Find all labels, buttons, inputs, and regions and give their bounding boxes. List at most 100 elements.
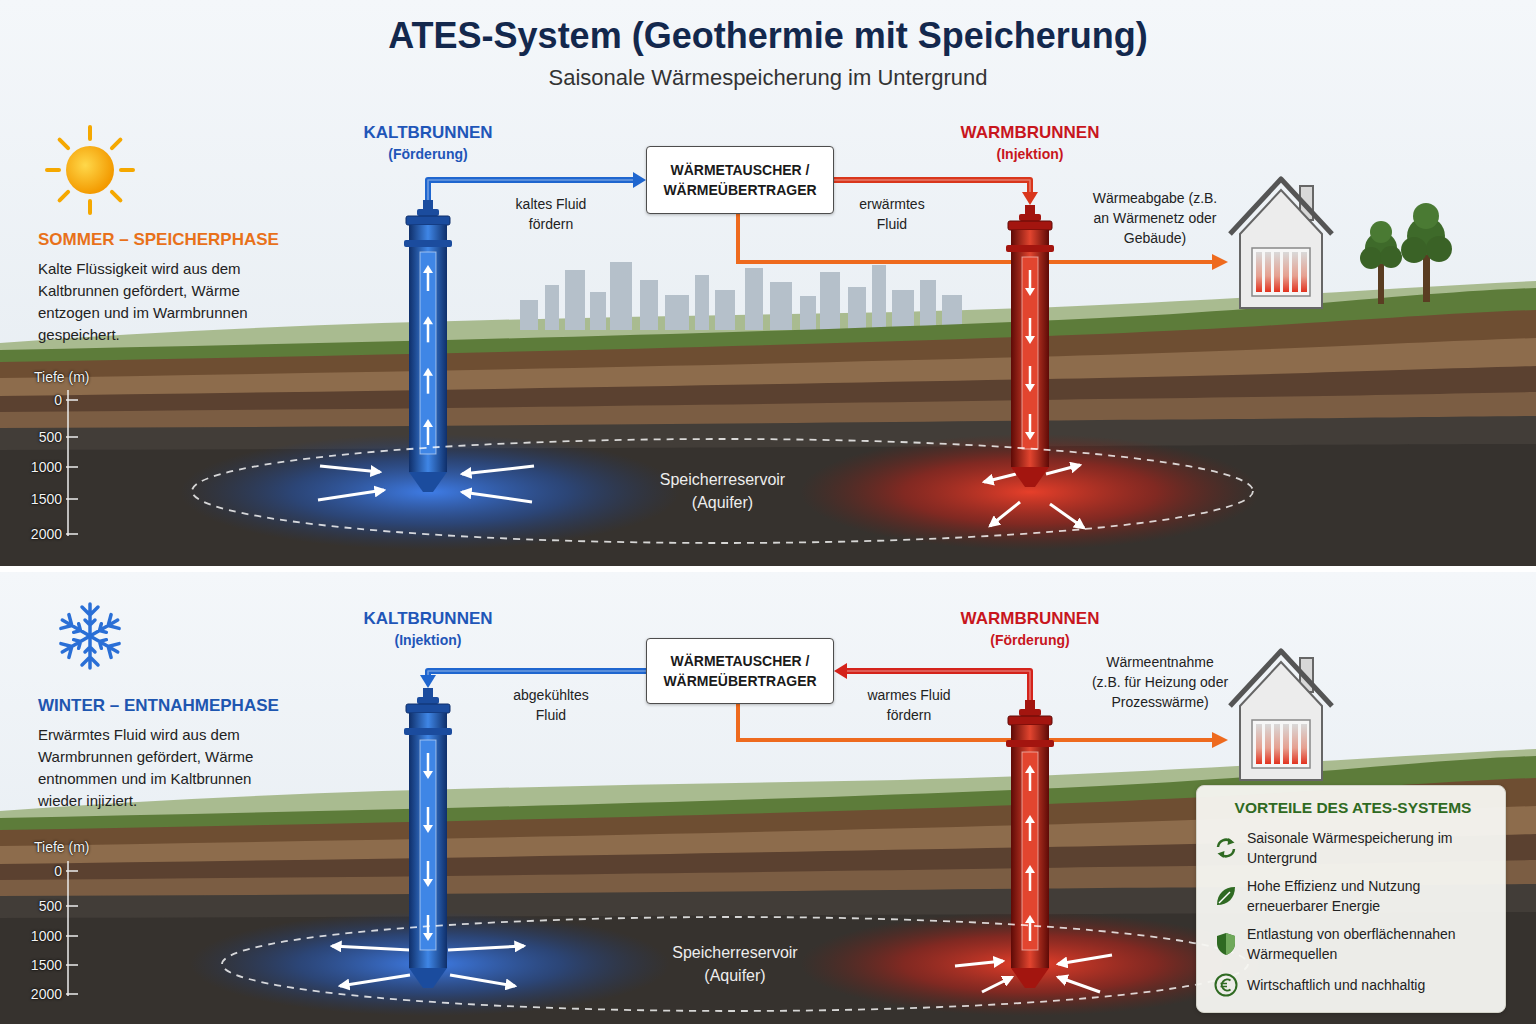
well-symbol — [1006, 700, 1054, 988]
cold-well: KALTBRUNNEN(Injektion) — [404, 688, 452, 988]
depth-value: 0 — [18, 862, 62, 880]
edge-label-holder: warmes Fluid fördern — [859, 685, 959, 725]
well-heading: WARMBRUNNEN(Förderung) — [961, 608, 1100, 650]
phase-text: Kalte Flüssigkeit wird aus dem Kaltbrunn… — [38, 258, 290, 346]
flange — [1008, 221, 1052, 230]
panel-heading: VORTEILE DES ATES-SYSTEMS — [1213, 798, 1493, 818]
subtitle-holder: Saisonale Wärmespeicherung im Untergrund — [0, 64, 1536, 92]
flow-arrows — [462, 466, 534, 474]
sun-icon — [112, 140, 120, 148]
depth-value: 1500 — [18, 956, 62, 974]
city-skyline — [848, 287, 866, 330]
well-heading: KALTBRUNNEN(Förderung) — [363, 122, 492, 164]
sun-icon — [88, 201, 92, 213]
flow-arrow — [1025, 336, 1035, 344]
sun-icon — [47, 127, 133, 213]
icon-holder — [1213, 972, 1247, 998]
flow-arrow — [427, 374, 430, 394]
well-title: KALTBRUNNEN — [363, 608, 492, 630]
benefit-row: Wirtschaftlich und nachhaltig — [1213, 972, 1493, 998]
well-heading: KALTBRUNNEN(Injektion) — [363, 608, 492, 650]
flow-arrow — [427, 753, 430, 773]
inner-tube — [1022, 752, 1038, 950]
flow-arrows — [450, 975, 515, 986]
city-skyline — [800, 296, 816, 330]
well-title: WARMBRUNNEN — [961, 122, 1100, 144]
flow-arrow — [1025, 815, 1035, 823]
benefit-text: Hohe Effizienz und Nutzung erneuerbarer … — [1247, 876, 1469, 916]
pipe-line — [834, 180, 1030, 192]
axis-title-holder: Tiefe (m) — [34, 838, 124, 856]
flow-arrows — [462, 492, 532, 502]
flow-arrow — [1029, 414, 1032, 434]
ground-layers — [0, 288, 1536, 566]
well-tip — [409, 472, 447, 492]
city-skyline — [520, 262, 962, 330]
flange — [406, 704, 450, 713]
icon-shape — [1217, 933, 1235, 955]
icon-holder — [1213, 931, 1247, 957]
reservoir-text-holder: Speicherreservoir (Aquifer) — [650, 941, 820, 987]
flow-arrow — [423, 419, 433, 427]
benefit-text: Wirtschaftlich und nachhaltig — [1247, 975, 1469, 995]
edge-label: abgekühltes Fluid — [505, 685, 597, 725]
sun-icon — [121, 168, 133, 172]
trees — [1401, 237, 1427, 263]
phase-heading: SOMMER – SPEICHERPHASE — [38, 229, 358, 251]
warm-well: WARMBRUNNEN(Förderung) — [1006, 700, 1054, 988]
valve — [417, 697, 439, 704]
trees — [1360, 247, 1382, 269]
ground-layers — [0, 756, 1536, 1024]
city-skyline — [745, 268, 763, 330]
flange — [1006, 245, 1054, 252]
flow-note-holder: Wärmeentnahme (z.B. für Heizung oder Pro… — [1090, 652, 1230, 712]
flow-arrows — [1058, 955, 1112, 964]
icon-holder — [1213, 883, 1247, 909]
flow-arrow — [423, 879, 433, 887]
edge-label: kaltes Fluid fördern — [501, 194, 601, 234]
city-skyline — [920, 280, 936, 330]
icon-shape — [1217, 887, 1235, 905]
flow-arrow — [1029, 871, 1032, 891]
city-skyline — [892, 290, 914, 330]
icon-stroke — [1219, 892, 1230, 903]
phase-heading-holder: WINTER – ENTNAHMEPHASE — [38, 695, 358, 717]
well-tip — [1011, 467, 1049, 487]
pipe-connector — [428, 172, 646, 200]
arrowhead — [1212, 732, 1228, 748]
heat-exchanger-box: WÄRMETAUSCHER / WÄRMEÜBERTRAGER — [646, 638, 834, 704]
house-symbol — [1230, 179, 1332, 308]
pipe-line — [428, 671, 646, 675]
pipe-connector — [420, 671, 646, 688]
flow-arrows — [318, 465, 1112, 992]
flange — [1008, 716, 1052, 725]
axis-title: Tiefe (m) — [34, 838, 124, 856]
valve — [417, 209, 439, 216]
flow-note: Wärmeentnahme (z.B. für Heizung oder Pro… — [1090, 652, 1230, 712]
depth-value-holder: 500 — [18, 428, 62, 446]
distant-hill — [0, 749, 1536, 1024]
snowflake-icon — [58, 604, 121, 668]
trees — [1413, 203, 1439, 229]
reservoir-text-holder: Speicherreservoir (Aquifer) — [638, 468, 808, 514]
flow-arrow — [427, 807, 430, 827]
edge-label-holder: kaltes Fluid fördern — [501, 194, 601, 234]
flow-arrow — [1029, 366, 1032, 386]
inner-tube — [420, 252, 436, 454]
depth-value-holder: 500 — [18, 897, 62, 915]
depth-value: 500 — [18, 428, 62, 446]
reservoir-outline — [192, 439, 1253, 543]
inner-tube — [1022, 257, 1038, 449]
distant-hill — [0, 281, 1536, 566]
aquifer-reservoir: Speicherreservoir (Aquifer) — [190, 437, 1255, 545]
icon-stroke — [1216, 975, 1237, 996]
city-skyline — [610, 262, 632, 330]
sun-icon — [88, 127, 92, 139]
city-skyline — [715, 290, 735, 330]
casing — [409, 713, 447, 968]
heat-exchanger-box: WÄRMETAUSCHER / WÄRMEÜBERTRAGER — [646, 146, 834, 214]
reservoir-outline — [190, 437, 1255, 545]
flow-arrows — [332, 946, 410, 950]
depth-value: 2000 — [18, 525, 62, 543]
phase-text-holder: Kalte Flüssigkeit wird aus dem Kaltbrunn… — [38, 258, 290, 346]
